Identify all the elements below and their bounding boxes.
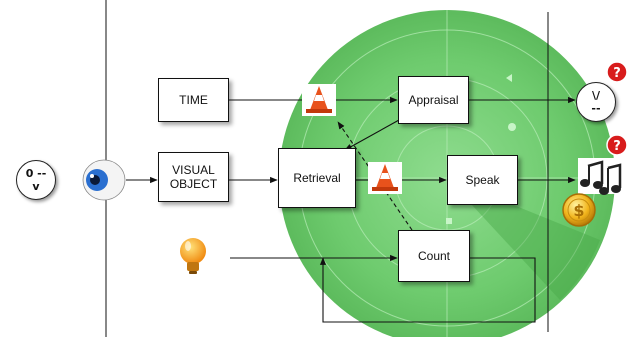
visual-object-label: VISUAL OBJECT <box>169 163 218 191</box>
appraisal-label: Appraisal <box>408 93 459 107</box>
svg-text:?: ? <box>613 139 621 154</box>
gold-coin-icon: $ <box>562 193 596 227</box>
time-label: TIME <box>179 93 208 107</box>
count-box: Count <box>398 230 470 282</box>
retrieval-label: Retrieval <box>293 171 341 185</box>
eye-icon <box>82 159 126 201</box>
traffic-cone-icon-top <box>302 84 336 116</box>
appraisal-box: Appraisal <box>398 76 469 124</box>
right-face-icon: \/ -- <box>576 82 616 122</box>
lightbulb-icon <box>180 238 206 274</box>
help-icon-mid: ? <box>606 134 628 156</box>
music-notes-icon <box>578 158 624 195</box>
retrieval-box: Retrieval <box>278 148 356 208</box>
traffic-cone-icon-mid <box>368 162 402 194</box>
help-icon-top: ? <box>606 61 628 83</box>
speak-label: Speak <box>465 173 500 187</box>
speak-box: Speak <box>447 155 518 205</box>
left-face-icon: 0 -- v <box>16 160 56 200</box>
count-label: Count <box>417 249 451 263</box>
svg-text:?: ? <box>613 66 621 81</box>
svg-text:$: $ <box>573 201 584 220</box>
visual-object-box: VISUAL OBJECT <box>158 152 229 202</box>
time-box: TIME <box>158 78 229 122</box>
